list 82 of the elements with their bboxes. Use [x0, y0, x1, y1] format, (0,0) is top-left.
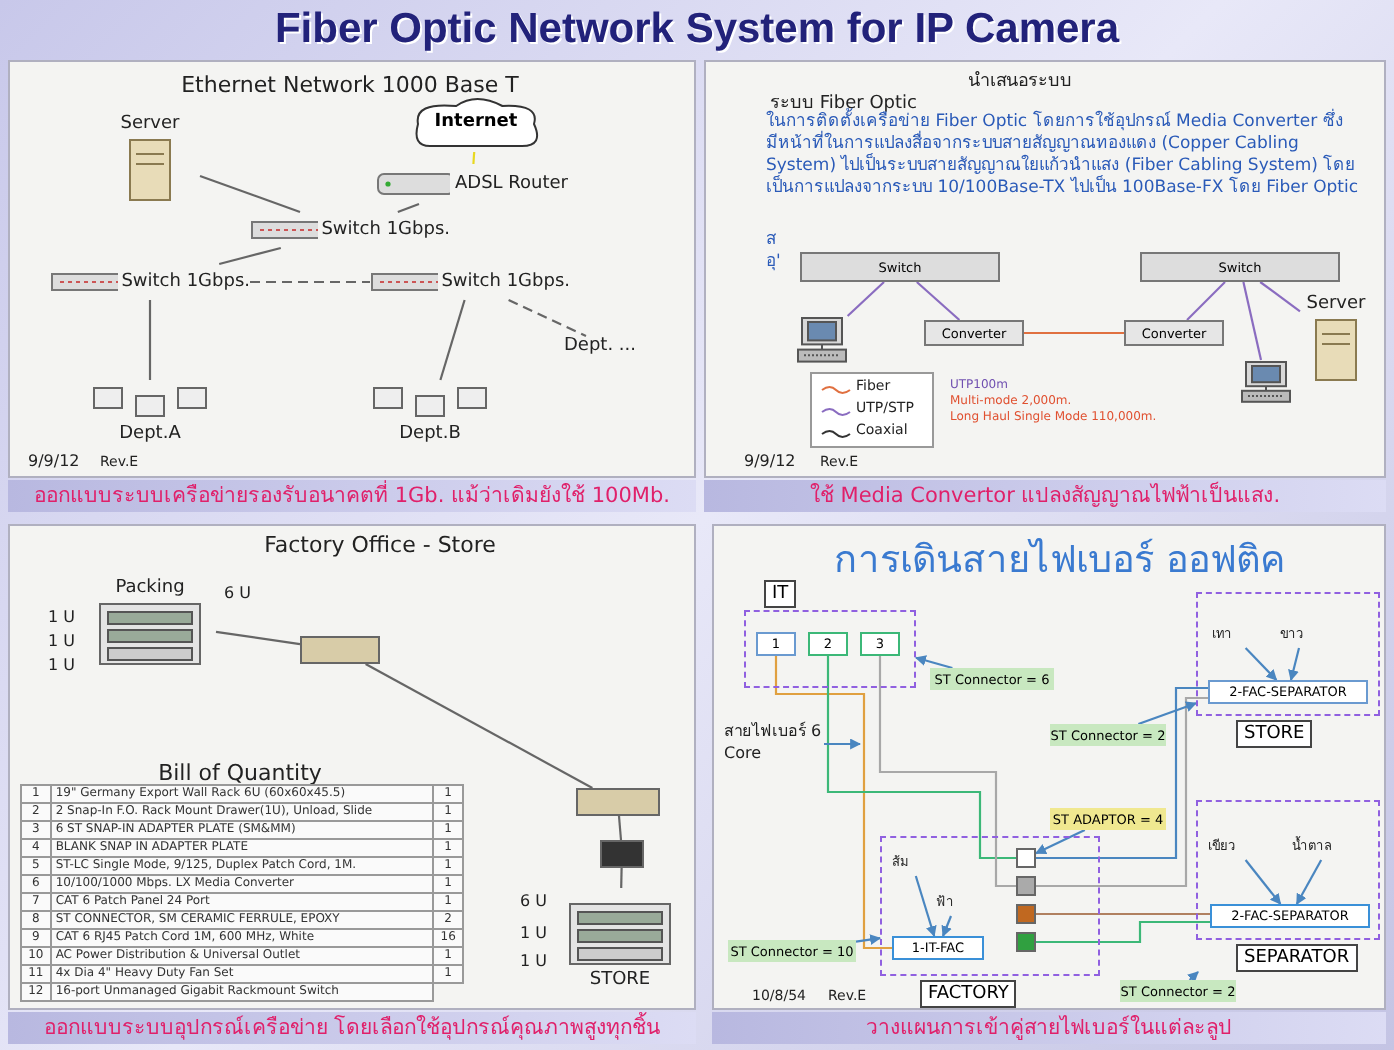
- group-title: IT: [764, 580, 797, 608]
- side-label: 1 U: [520, 952, 547, 970]
- connector-line: [826, 656, 1016, 860]
- side-label: 1 U: [48, 656, 75, 674]
- connector-line: [218, 246, 282, 266]
- group-title: SEPARATOR: [1236, 944, 1358, 972]
- arrow: [1244, 859, 1282, 905]
- node-label: Dept. ...: [564, 336, 668, 364]
- arrow: [1244, 647, 1278, 681]
- connector-line: [1024, 331, 1124, 335]
- connector-line: [508, 299, 587, 337]
- side-label: 6 U: [520, 892, 547, 910]
- connector-line: [617, 815, 623, 841]
- connector-line: [1259, 281, 1301, 313]
- node-label: Dept.A: [119, 424, 181, 444]
- connector-line: [1036, 686, 1208, 860]
- converter-box: [600, 840, 644, 868]
- arrow: [824, 738, 862, 750]
- connector-line: [916, 281, 961, 321]
- text-label: ส: [766, 228, 776, 252]
- group-title: FACTORY: [920, 980, 1017, 1008]
- slide-caption: ออกแบบระบบอุปกรณ์เครือข่าย โดยเลือกใช้อุปกรณ์คุณภาพสูงทุกชิ้น: [8, 1012, 696, 1044]
- connector-line: [199, 174, 301, 214]
- text-label: Bill of Quantity: [156, 760, 324, 786]
- text-label: การเดินสายไฟเบอร์ ออฟติค: [831, 536, 1289, 586]
- connector-line: [878, 656, 1016, 888]
- arrow: [1295, 859, 1323, 905]
- connector-line: [215, 630, 301, 646]
- connector-line: [365, 663, 593, 789]
- port-square: [1016, 848, 1036, 868]
- text-label: 9/9/12: [744, 452, 796, 470]
- text-label: Factory Office - Store: [262, 532, 498, 558]
- node-label: Packing: [115, 578, 185, 598]
- connector-line: [1036, 920, 1210, 944]
- connector-line: [439, 299, 466, 381]
- side-label: 1 U: [48, 608, 75, 626]
- text-label: นำเสนอระบบ: [966, 69, 1074, 94]
- connector-line: [1036, 912, 1210, 916]
- paragraph: ในการติดตั้งเครือข่าย Fiber Optic โดยการใช้อุปกรณ์ Media Converter ซึ่งมีหน้าที่ในการแปลงสื่อจากระบบสายสัญญาณทองแดง (Copper Cabling System) ไปเป็นระบบสายสัญญาณใยแก้วนำแสง (Fiber Cabling System) โดยเป็นการแปลงจากระบบ 10/100Base-TX ไปเป็น 100Base-FX โดย Fiber Optic: [766, 112, 1361, 200]
- port-square: [1016, 876, 1036, 896]
- slide-caption: ออกแบบระบบเครือข่ายรองรับอนาคตที่ 1Gb. แม้ว่าเดิมยังใช้ 100Mb.: [8, 480, 696, 512]
- arrow: [1288, 647, 1301, 682]
- arrow: [941, 915, 953, 937]
- side-label: 6 U: [224, 584, 251, 602]
- connector-line: [774, 656, 892, 950]
- text-label: Ethernet Network 1000 Base T: [179, 72, 521, 98]
- connector-line: [397, 202, 420, 214]
- node-label: Server: [120, 114, 180, 134]
- port-square: [1016, 904, 1036, 924]
- side-label: 1 U: [520, 924, 547, 942]
- text-label: 9/9/12: [28, 452, 80, 470]
- node-label: Switch 1Gbps.: [121, 272, 250, 292]
- connector-line: [846, 281, 885, 317]
- slide-caption: ใช้ Media Convertor แปลงสัญญาณไฟฟ้าเป็นแสง.: [704, 480, 1386, 512]
- node-label: สายไฟเบอร์ 6 Core: [724, 720, 824, 768]
- drawer-box: [300, 636, 380, 664]
- slide-title: Fiber Optic Network System for IP Camera: [272, 6, 1122, 56]
- arrow: [1035, 829, 1086, 855]
- node-label: Internet: [432, 112, 520, 132]
- node-label: Switch 1Gbps.: [441, 272, 570, 292]
- slide-caption: วางแผนการเข้าคู่สายไฟเบอร์ในแต่ละลูป: [712, 1012, 1386, 1044]
- connector-line: [1242, 281, 1263, 361]
- connector-line: [620, 867, 623, 889]
- arrow: [1138, 701, 1198, 726]
- arrow: [1187, 971, 1199, 983]
- node-label: ADSL Router: [454, 174, 568, 194]
- node-label: Dept.B: [399, 424, 461, 444]
- drawer-box: [576, 788, 660, 816]
- connector-line: [1186, 281, 1226, 321]
- node-label: Server: [1306, 294, 1366, 314]
- connector-line: [1036, 696, 1208, 888]
- port-square: [1016, 932, 1036, 952]
- connector-line: [250, 280, 370, 284]
- arrow: [855, 934, 882, 946]
- connector-line: [472, 151, 476, 165]
- node-label: Switch 1Gbps.: [321, 220, 450, 240]
- connector-line: [148, 300, 152, 380]
- arrow: [914, 655, 953, 670]
- group-title: STORE: [1236, 720, 1313, 748]
- side-label: 1 U: [48, 632, 75, 650]
- node-label: STORE: [589, 970, 651, 990]
- text-label: อุ': [766, 250, 781, 274]
